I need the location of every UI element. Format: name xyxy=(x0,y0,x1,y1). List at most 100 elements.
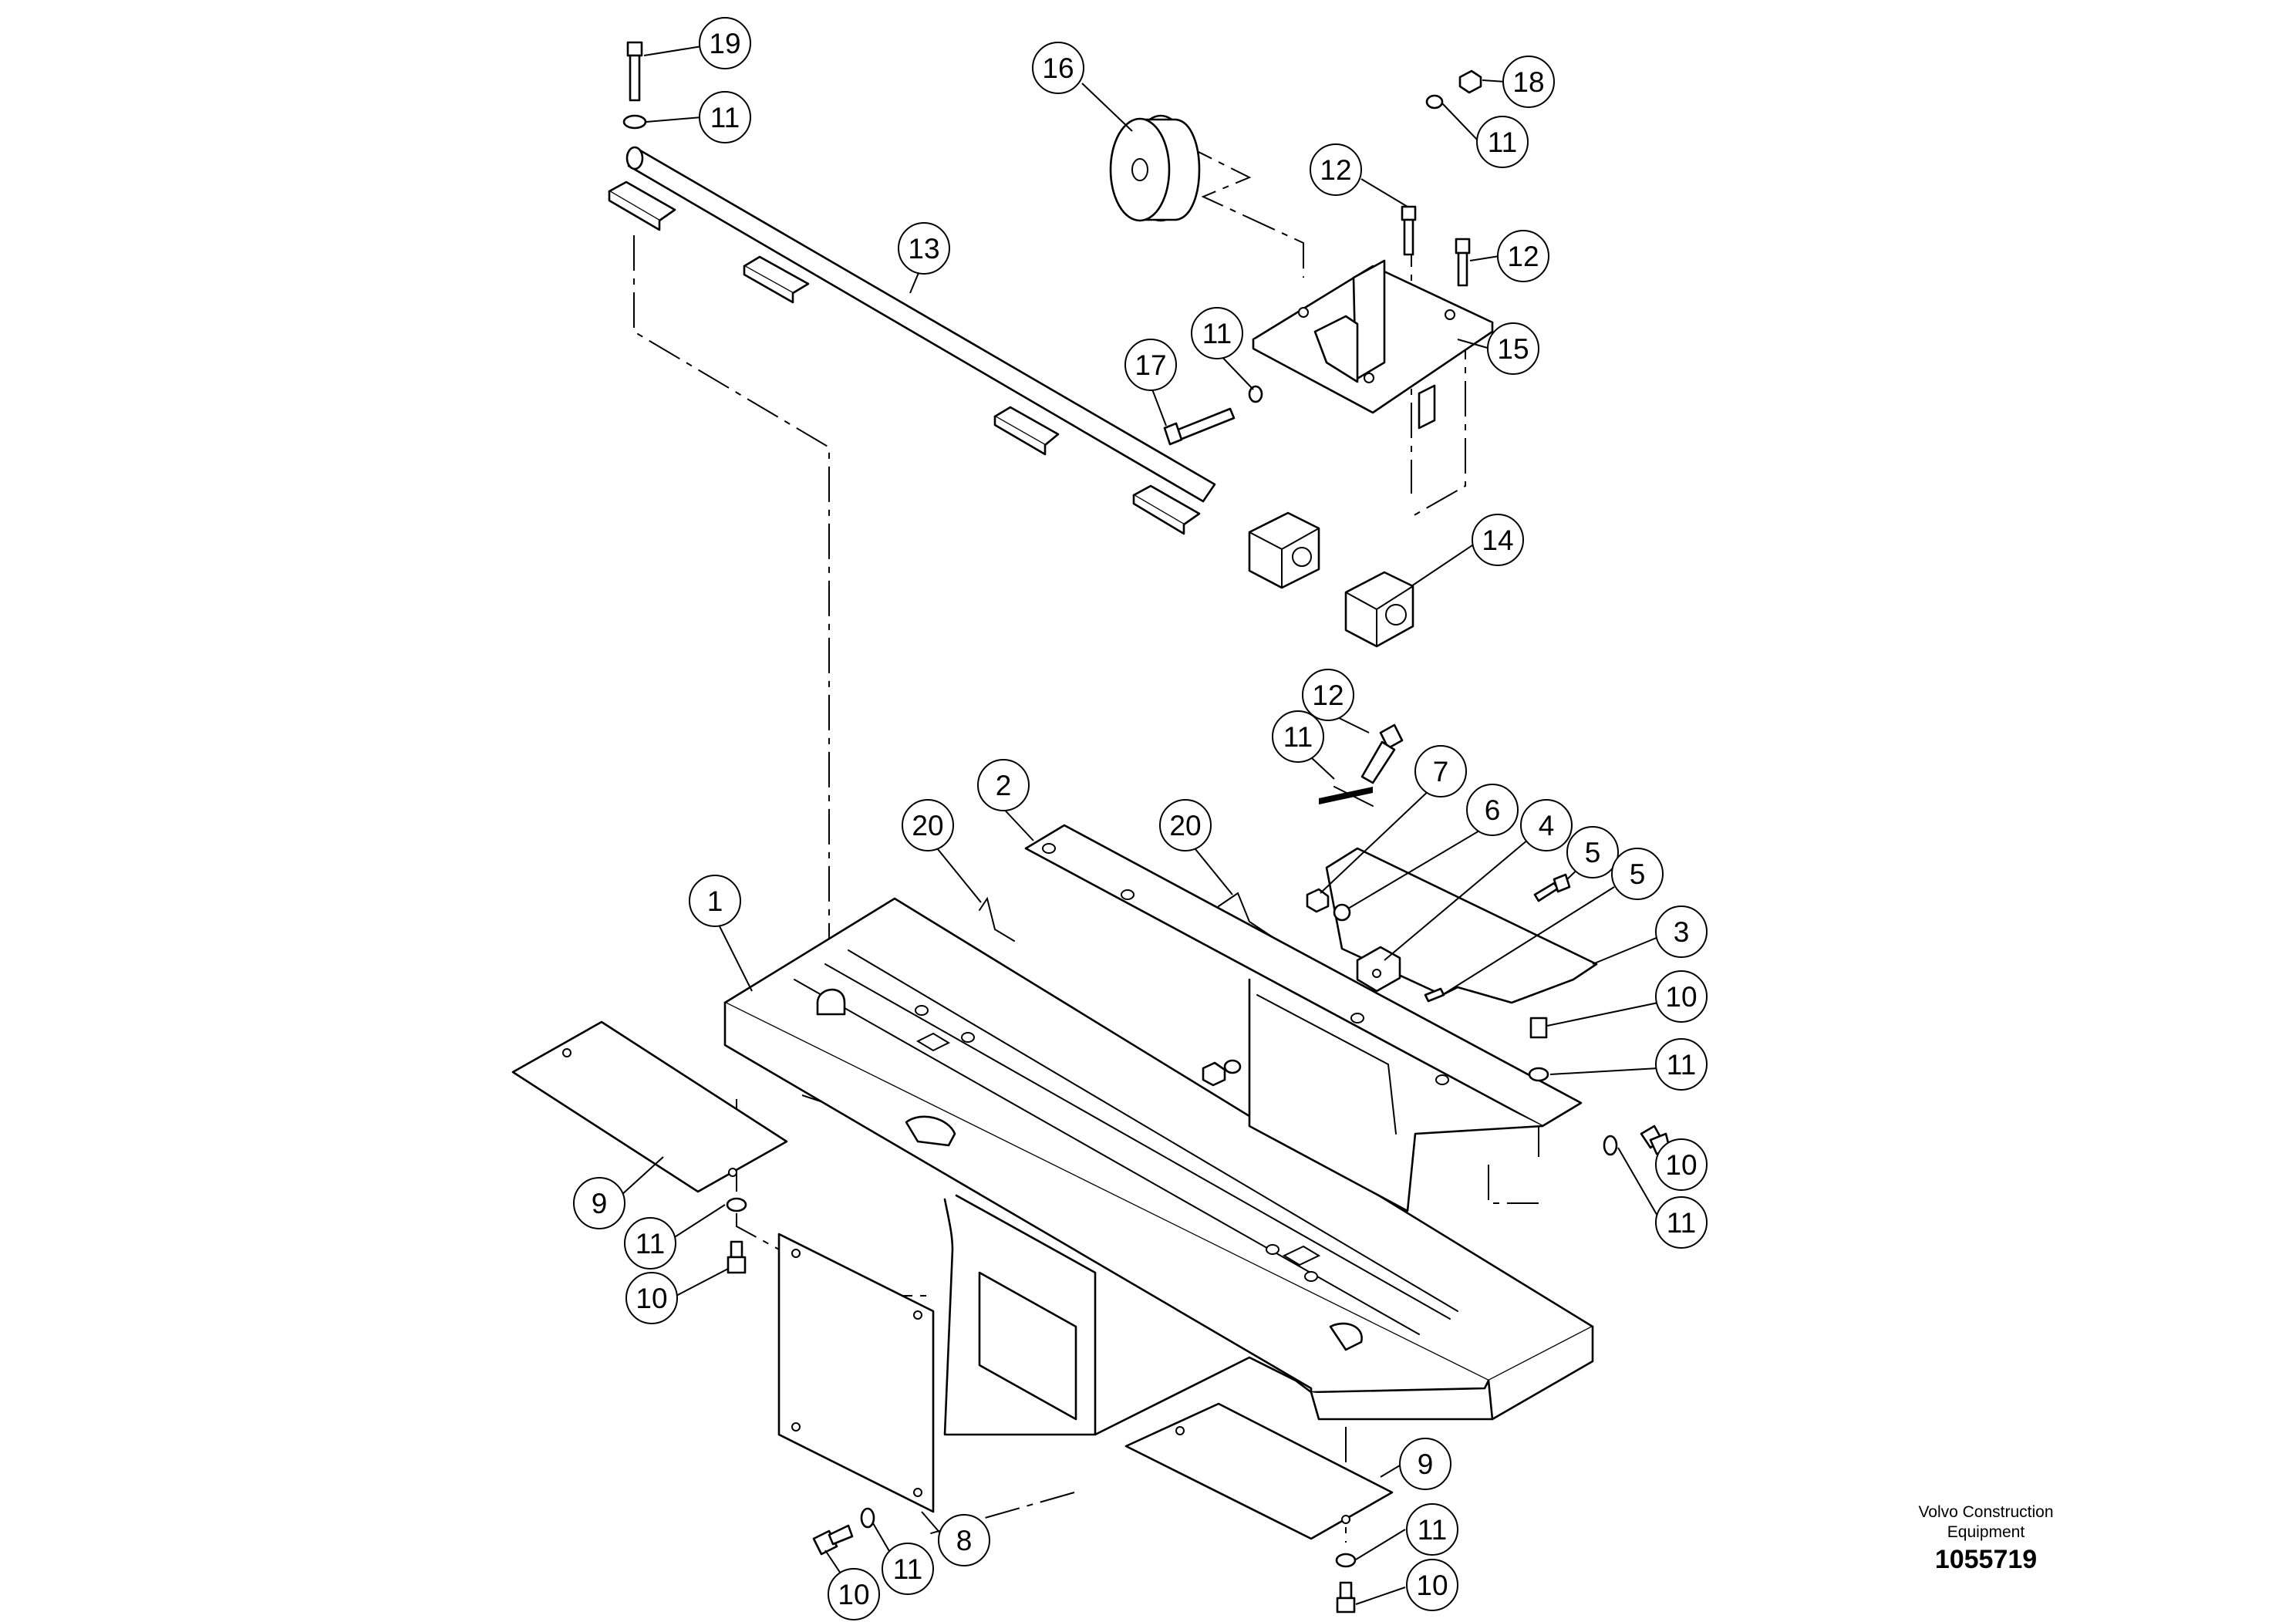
callout-circle xyxy=(1655,1196,1708,1249)
mount-plate xyxy=(1252,259,1494,430)
hooks xyxy=(979,892,1273,942)
callout-12: 12 xyxy=(1302,669,1354,721)
callout-4: 4 xyxy=(1520,799,1573,851)
publisher-line-2: Equipment xyxy=(1947,1523,2025,1541)
callout-3: 3 xyxy=(1655,905,1708,958)
callout-11: 11 xyxy=(1191,307,1243,359)
side-cover xyxy=(777,1233,935,1513)
wheel-part xyxy=(1109,114,1201,222)
callout-label: 6 xyxy=(1485,794,1501,826)
callout-circle xyxy=(1302,669,1354,721)
cover-plates xyxy=(511,1020,1394,1540)
callout-circle xyxy=(938,1514,990,1566)
markers xyxy=(1319,787,1373,804)
callout-circle xyxy=(1520,799,1573,851)
callout-label: 14 xyxy=(1482,524,1513,556)
callout-label: 2 xyxy=(996,770,1012,801)
callout-11: 11 xyxy=(699,91,751,143)
callout-18: 18 xyxy=(1502,56,1555,108)
fasteners xyxy=(622,41,1671,1614)
callout-15: 15 xyxy=(1487,322,1539,375)
callout-circle xyxy=(699,17,751,69)
callout-circle xyxy=(1310,143,1362,196)
callout-label: 9 xyxy=(1418,1448,1434,1480)
callout-label: 12 xyxy=(1320,154,1351,186)
callout-10: 10 xyxy=(1655,970,1708,1023)
callout-20: 20 xyxy=(902,799,954,851)
shaft-assembly xyxy=(608,146,1216,535)
callout-14: 14 xyxy=(1472,514,1524,566)
callout-11: 11 xyxy=(1476,116,1529,168)
callout-label: 11 xyxy=(1202,318,1232,349)
callout-label: 10 xyxy=(636,1283,667,1314)
callout-10: 10 xyxy=(625,1272,678,1324)
callout-circle xyxy=(625,1272,678,1324)
callout-11: 11 xyxy=(624,1217,676,1270)
callout-circle xyxy=(1566,826,1619,878)
callout-circle xyxy=(573,1177,625,1229)
callout-6: 6 xyxy=(1466,784,1519,836)
callout-circle xyxy=(1191,307,1243,359)
callout-label: 17 xyxy=(1135,349,1166,381)
callout-11: 11 xyxy=(1655,1038,1708,1091)
callout-label: 11 xyxy=(1488,126,1517,158)
callout-label: 19 xyxy=(709,28,740,59)
callout-label: 11 xyxy=(710,102,740,133)
callout-10: 10 xyxy=(1406,1559,1458,1611)
callout-circle xyxy=(1406,1559,1458,1611)
publisher-line-1: Volvo Construction xyxy=(1918,1503,2054,1521)
callout-10: 10 xyxy=(828,1568,880,1620)
callout-circle xyxy=(1472,514,1524,566)
callout-circle xyxy=(898,222,950,275)
callout-label: 11 xyxy=(1283,721,1313,753)
main-frame xyxy=(723,897,1594,1436)
callout-2: 2 xyxy=(977,759,1030,811)
callout-circle xyxy=(1502,56,1555,108)
callout-circle xyxy=(1611,848,1664,900)
callout-label: 11 xyxy=(1667,1207,1696,1239)
callout-10: 10 xyxy=(1655,1138,1708,1191)
callout-label: 12 xyxy=(1312,679,1344,711)
callout-label: 3 xyxy=(1674,916,1690,948)
callout-circle xyxy=(1159,799,1212,851)
callout-label: 5 xyxy=(1585,837,1601,868)
callout-label: 11 xyxy=(636,1228,665,1259)
callout-11: 11 xyxy=(1406,1503,1458,1556)
callout-19: 19 xyxy=(699,17,751,69)
callout-circle xyxy=(699,91,751,143)
callout-circle xyxy=(882,1543,934,1595)
callout-circle xyxy=(689,875,741,927)
callout-circle xyxy=(1406,1503,1458,1556)
callout-12: 12 xyxy=(1310,143,1362,196)
switch-block xyxy=(1356,946,1401,993)
callout-label: 1 xyxy=(707,885,723,917)
callout-label: 4 xyxy=(1539,810,1555,841)
callout-label: 12 xyxy=(1507,241,1539,272)
callout-circle xyxy=(1497,230,1549,282)
callout-circle xyxy=(1655,905,1708,958)
callout-5: 5 xyxy=(1611,848,1664,900)
callout-label: 18 xyxy=(1512,66,1544,98)
callout-13: 13 xyxy=(898,222,950,275)
callout-label: 11 xyxy=(1667,1049,1696,1081)
callout-20: 20 xyxy=(1159,799,1212,851)
callout-circle xyxy=(1124,339,1177,391)
callout-label: 7 xyxy=(1433,756,1449,787)
callout-9: 9 xyxy=(1399,1438,1451,1490)
callout-circle xyxy=(624,1217,676,1270)
publisher-label: Volvo Construction Equipment xyxy=(1890,1502,2082,1543)
callout-label: 13 xyxy=(908,233,939,265)
callout-circle xyxy=(902,799,954,851)
callout-circle xyxy=(1032,42,1084,94)
callout-circle xyxy=(828,1568,880,1620)
callout-label: 5 xyxy=(1630,858,1646,890)
callout-label: 8 xyxy=(956,1525,973,1556)
callout-1: 1 xyxy=(689,875,741,927)
callout-label: 10 xyxy=(1665,981,1697,1013)
callout-16: 16 xyxy=(1032,42,1084,94)
callout-label: 16 xyxy=(1042,52,1074,84)
callout-12: 12 xyxy=(1497,230,1549,282)
drawing-number: 1055719 xyxy=(1934,1545,2038,1574)
